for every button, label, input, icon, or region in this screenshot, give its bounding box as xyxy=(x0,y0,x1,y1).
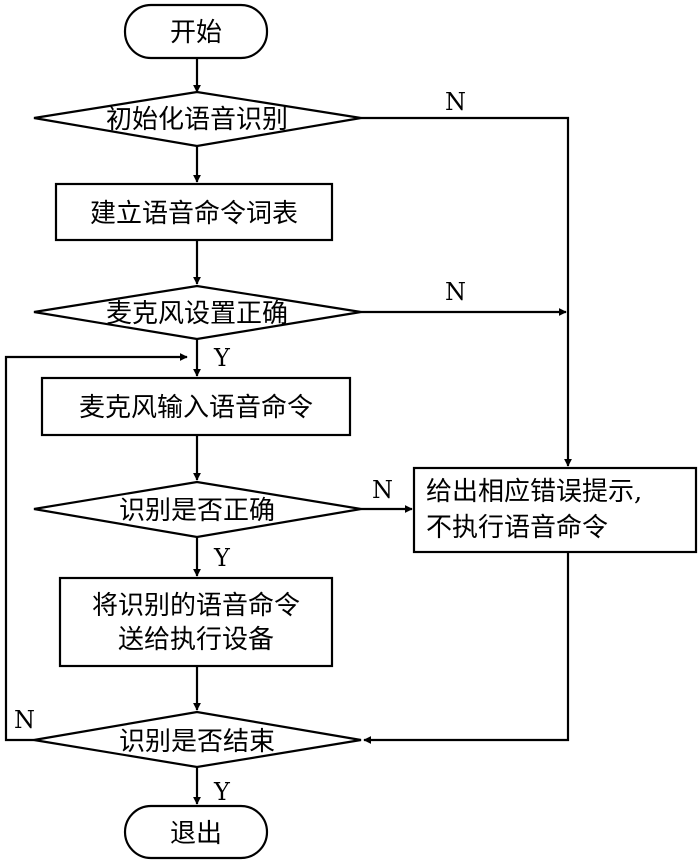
init-no-label: N xyxy=(445,88,466,116)
mic-input-label: 麦克风输入语音命令 xyxy=(79,393,313,423)
mic-check-decision: 麦克风设置正确 xyxy=(33,284,362,341)
exit-label: 退出 xyxy=(170,819,222,849)
end-yes-label: Y xyxy=(213,778,231,806)
end-check-decision: 识别是否结束 xyxy=(33,710,362,769)
error-prompt-process: 给出相应错误提示, 不执行语音命令 xyxy=(412,466,698,554)
init-speech-decision: 初始化语音识别 xyxy=(33,90,362,148)
start-terminal: 开始 xyxy=(123,3,269,60)
branch-labels: N N Y N Y N Y xyxy=(14,88,466,806)
recognize-check-label: 识别是否正确 xyxy=(119,496,275,526)
build-vocab-label: 建立语音命令词表 xyxy=(90,199,298,229)
start-label: 开始 xyxy=(170,18,222,48)
error-prompt-label-line1: 给出相应错误提示, xyxy=(426,477,642,507)
arrow-end-no-loop-back xyxy=(4,353,188,742)
build-vocab-process: 建立语音命令词表 xyxy=(54,182,334,242)
mic-yes-label: Y xyxy=(213,344,231,372)
arrow-error-to-end-check xyxy=(363,552,570,744)
init-speech-label: 初始化语音识别 xyxy=(106,105,288,135)
exit-terminal: 退出 xyxy=(123,804,269,860)
mic-input-process: 麦克风输入语音命令 xyxy=(40,376,352,437)
error-prompt-label-line2: 不执行语音命令 xyxy=(426,513,608,543)
connectors xyxy=(4,58,572,805)
end-no-label: N xyxy=(14,706,35,734)
recognize-yes-label: Y xyxy=(213,544,231,572)
mic-no-label: N xyxy=(445,278,466,306)
send-command-label-line1: 将识别的语音命令 xyxy=(92,591,300,621)
send-command-label-line2: 送给执行设备 xyxy=(118,625,274,655)
arrow-init-no-to-error xyxy=(361,116,572,467)
mic-check-label: 麦克风设置正确 xyxy=(106,299,288,329)
end-check-label: 识别是否结束 xyxy=(119,727,275,757)
send-command-process: 将识别的语音命令 送给执行设备 xyxy=(58,576,334,668)
recognize-check-decision: 识别是否正确 xyxy=(33,480,362,539)
recognize-no-label: N xyxy=(372,476,393,504)
